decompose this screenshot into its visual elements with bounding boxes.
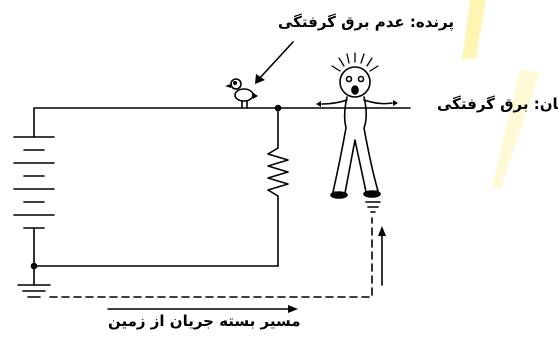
resistor-icon	[267, 147, 289, 197]
current-direction-arrow	[378, 226, 386, 286]
highlight-rays	[462, 0, 540, 190]
junction-dot	[274, 104, 282, 112]
hair-spikes	[331, 52, 379, 72]
human-label: انسان: برق گرفتگی	[437, 95, 558, 113]
person-ground	[365, 196, 381, 213]
circuit-wires	[33, 107, 411, 286]
ground-icon	[17, 284, 51, 298]
bird-label-arrow	[255, 41, 294, 84]
junction-dot	[30, 262, 38, 270]
ground-current-path	[49, 217, 373, 298]
battery-icon	[13, 136, 55, 233]
path-label-arrow	[107, 305, 298, 313]
bird-icon	[225, 78, 258, 109]
person-icon	[316, 52, 398, 199]
bird-label: پرنده: عدم برق گرفتگی	[278, 13, 454, 31]
ground-path-label: مسیر بسته جریان از زمین	[108, 312, 301, 330]
